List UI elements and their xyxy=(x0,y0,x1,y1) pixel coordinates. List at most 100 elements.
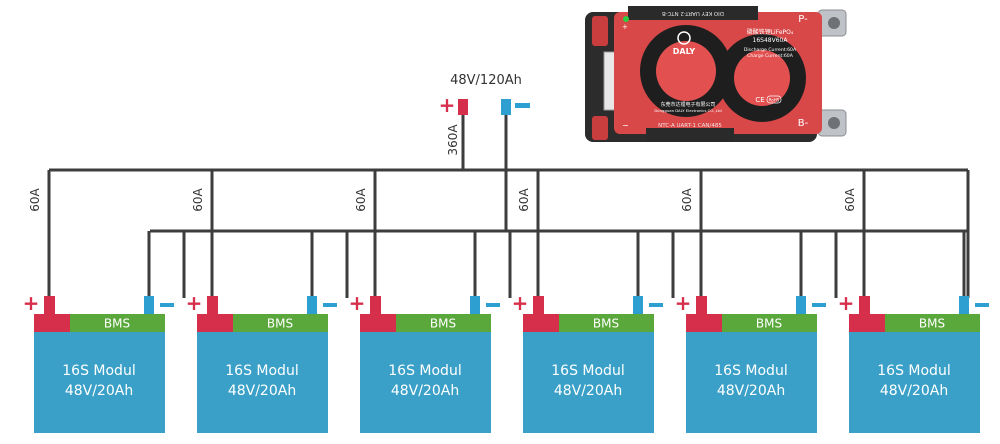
bms-label: BMS xyxy=(267,317,293,331)
module-negative-terminal xyxy=(959,296,969,314)
top-port-labels: DIO KEY UART-2 NTC-B xyxy=(662,10,724,16)
device-chemistry: 磷酸铁锂LiFePO₄ xyxy=(747,28,794,36)
bms-label: BMS xyxy=(756,317,782,331)
battery-module: + BMS 16S Modul 48V/20Ah xyxy=(186,291,337,433)
bottom-port-strip xyxy=(646,128,734,142)
bms-bar xyxy=(233,314,328,332)
bms-label: BMS xyxy=(593,317,619,331)
module-positive-cap xyxy=(686,314,722,332)
company-cn: 东莞市达锂电子有限公司 xyxy=(660,101,715,108)
fuse-rating: 60A xyxy=(843,187,857,211)
negative-sign xyxy=(812,303,826,307)
brand-name: DALY xyxy=(673,47,696,56)
wiring: 60A 60A 60A 60A 60A 60A xyxy=(28,114,970,298)
positive-sign: + xyxy=(675,291,692,315)
module-name: 16S Modul xyxy=(551,363,624,379)
bms-bar xyxy=(885,314,980,332)
device-minus-mark: − xyxy=(622,121,629,130)
logo-loop-right-inner xyxy=(734,50,790,106)
module-name: 16S Modul xyxy=(388,363,461,379)
battery-module: + BMS 16S Modul 48V/20Ah xyxy=(512,291,663,433)
module-positive-terminal xyxy=(44,296,55,314)
module-body xyxy=(523,332,654,433)
main-positive-terminal xyxy=(458,99,468,115)
negative-sign xyxy=(975,303,989,307)
module-negative-terminal xyxy=(307,296,317,314)
module-rating: 48V/20Ah xyxy=(880,383,948,399)
module-name: 16S Modul xyxy=(714,363,787,379)
positive-sign: + xyxy=(349,291,366,315)
terminal-b-label: B- xyxy=(798,118,809,129)
main-negative-terminal xyxy=(501,99,511,115)
battery-module: + BMS 16S Modul 48V/20Ah xyxy=(349,291,500,433)
module-negative-terminal xyxy=(633,296,643,314)
bms-label: BMS xyxy=(919,317,945,331)
negative-sign xyxy=(486,303,500,307)
negative-sign xyxy=(160,303,174,307)
module-negative-terminal xyxy=(796,296,806,314)
module-rating: 48V/20Ah xyxy=(391,383,459,399)
mount-ear-bottom xyxy=(592,116,608,140)
module-positive-terminal xyxy=(370,296,381,314)
main-output-rating: 48V/120Ah xyxy=(450,73,522,88)
module-rating: 48V/20Ah xyxy=(554,383,622,399)
main-positive-sign: + xyxy=(439,93,456,117)
module-positive-terminal xyxy=(859,296,870,314)
bms-label: BMS xyxy=(104,317,130,331)
main-output: + 48V/120Ah 360A xyxy=(439,73,530,156)
bottom-port-labels: NTC-A UART-1 CAN/485 xyxy=(658,123,722,129)
module-body xyxy=(849,332,980,433)
rohs-mark: RoHS xyxy=(769,98,780,103)
battery-module: + BMS 16S Modul 48V/20Ah xyxy=(23,291,174,433)
module-name: 16S Modul xyxy=(225,363,298,379)
module-positive-cap xyxy=(523,314,559,332)
device-spec-discharge: Discharge Current:60A xyxy=(744,47,797,53)
bms-bar xyxy=(722,314,817,332)
module-body xyxy=(360,332,491,433)
top-port-strip xyxy=(628,6,758,20)
module-positive-cap xyxy=(849,314,885,332)
fuse-rating: 60A xyxy=(28,187,42,211)
bms-bar xyxy=(70,314,165,332)
logo-loop-left-inner xyxy=(656,41,716,101)
positive-sign: + xyxy=(512,291,529,315)
ce-mark: CE xyxy=(755,96,764,104)
bms-bar xyxy=(559,314,654,332)
fuse-rating: 60A xyxy=(680,187,694,211)
module-body xyxy=(34,332,165,433)
mount-ear-top xyxy=(592,16,608,46)
bms-label: BMS xyxy=(430,317,456,331)
rohs-frame xyxy=(766,95,782,104)
module-positive-cap xyxy=(34,314,70,332)
terminal-p-bolt xyxy=(828,17,840,29)
module-positive-terminal xyxy=(696,296,707,314)
main-output-current: 360A xyxy=(446,124,460,156)
company-en: Dongguan DALY Electronics CO.,Ltd xyxy=(654,108,722,113)
module-name: 16S Modul xyxy=(877,363,950,379)
fuse-rating: 60A xyxy=(517,187,531,211)
battery-modules: + BMS 16S Modul 48V/20Ah + BMS 16S Modul 48V/20… xyxy=(23,291,989,433)
bms-bar xyxy=(396,314,491,332)
module-rating: 48V/20Ah xyxy=(228,383,296,399)
negative-sign xyxy=(649,303,663,307)
module-positive-cap xyxy=(197,314,233,332)
module-negative-terminal xyxy=(470,296,480,314)
device-spec-charge: Charge Current:60A xyxy=(747,53,794,59)
module-rating: 48V/20Ah xyxy=(65,383,133,399)
negative-sign xyxy=(323,303,337,307)
device-plus-mark: + xyxy=(622,23,628,31)
fuse-rating: 60A xyxy=(191,187,205,211)
device-model: 16S48V60A xyxy=(753,37,789,44)
module-positive-terminal xyxy=(533,296,544,314)
terminal-p-label: P- xyxy=(798,14,808,25)
fuse-rating: 60A xyxy=(354,187,368,211)
module-positive-terminal xyxy=(207,296,218,314)
positive-sign: + xyxy=(23,291,40,315)
module-name: 16S Modul xyxy=(62,363,135,379)
module-negative-terminal xyxy=(144,296,154,314)
positive-sign: + xyxy=(186,291,203,315)
module-body xyxy=(686,332,817,433)
